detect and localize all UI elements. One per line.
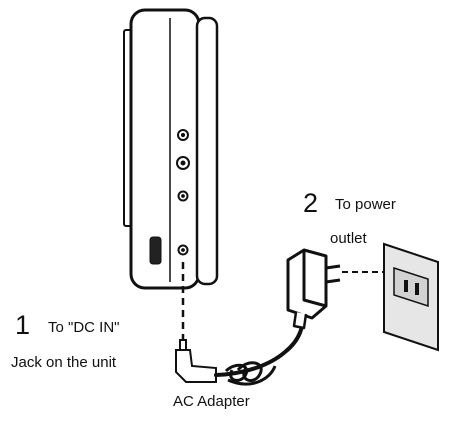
wall-outlet bbox=[383, 242, 439, 352]
dc-plug-tip bbox=[179, 339, 187, 351]
step-1-label-line-2: Jack on the unit bbox=[11, 354, 117, 371]
ac-adapter-prong-2 bbox=[325, 278, 341, 284]
step-2-number: 2 bbox=[303, 188, 319, 218]
dc-plug-body bbox=[175, 349, 217, 383]
side-jacks bbox=[176, 129, 190, 256]
step-1-number: 1 bbox=[15, 310, 31, 340]
wall-outlet-face bbox=[393, 266, 429, 308]
jack-lower-core bbox=[181, 194, 185, 198]
ac-adapter-prong-1 bbox=[325, 264, 341, 270]
player-body bbox=[129, 8, 201, 290]
adapter-cable-coil-3 bbox=[227, 365, 277, 386]
player-unit bbox=[123, 8, 219, 290]
step-2-label-line-2: outlet bbox=[330, 230, 367, 247]
outlet-slot-left bbox=[404, 280, 408, 292]
jack-top-core bbox=[180, 132, 186, 138]
step-1-label-line-1: To "DC IN" bbox=[48, 319, 120, 336]
player-side-switch bbox=[149, 236, 162, 265]
adapter-cable-coil-2 bbox=[236, 361, 263, 383]
outlet-slot-right bbox=[415, 283, 419, 295]
jack-middle-core bbox=[180, 160, 186, 166]
player-front-edge bbox=[195, 16, 219, 286]
ac-adapter-caption: AC Adapter bbox=[173, 393, 250, 410]
dc-plug bbox=[175, 339, 217, 383]
ac-adapter bbox=[286, 248, 341, 330]
dc-in-jack-core bbox=[181, 248, 185, 252]
ac-adapter-cable-boot bbox=[292, 311, 308, 330]
ac-adapter-body bbox=[286, 248, 328, 320]
step-2-label-line-1: To power bbox=[335, 196, 396, 213]
ac-adapter-face bbox=[302, 250, 327, 308]
adapter-cable-coil-1 bbox=[224, 363, 249, 382]
